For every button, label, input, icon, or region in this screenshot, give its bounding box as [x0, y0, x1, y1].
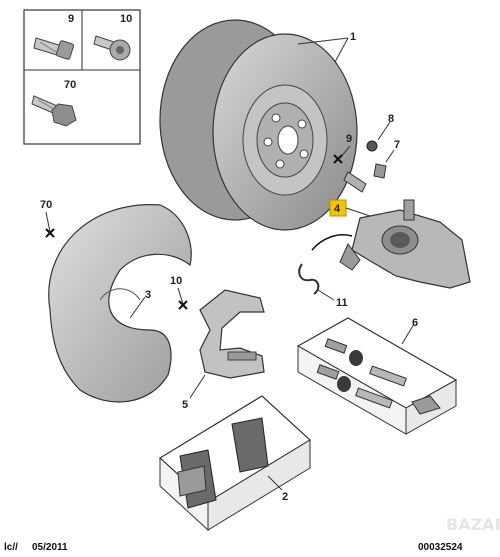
inset-fasteners-box: 9 10 70 [23, 9, 141, 145]
caliper-bracket [199, 289, 265, 379]
clip-icon [411, 395, 441, 415]
callout-10: 10 [170, 275, 182, 287]
pad-kit-box-2 [159, 395, 311, 532]
brake-disc [159, 19, 358, 231]
mount-point-70-icon [45, 228, 55, 238]
dust-shield [48, 204, 192, 403]
footer-left: lc// [4, 542, 18, 553]
callout-2: 2 [282, 491, 288, 503]
callout-3: 3 [145, 289, 151, 301]
callout-6: 6 [412, 317, 418, 329]
brake-pad-icon [177, 417, 269, 509]
callout-7: 7 [394, 139, 400, 151]
bleed-screw-7-icon [373, 163, 387, 179]
inset-label-10: 10 [120, 13, 132, 25]
spring-clip [298, 234, 353, 295]
inset-label-70: 70 [64, 79, 76, 91]
guide-bolt-icon [343, 171, 367, 193]
mount-point-10-icon [178, 300, 188, 310]
watermark-top: lazaro [28, 25, 73, 40]
callout-9: 9 [346, 133, 352, 145]
callout-11: 11 [336, 297, 348, 309]
bolt-10-icon [93, 35, 131, 61]
bleed-cap-8-icon [366, 140, 378, 152]
watermark-bottom: BAZAR [446, 515, 500, 534]
callout-4-highlight: 4 [329, 199, 371, 217]
callout-8: 8 [388, 113, 394, 125]
callout-5: 5 [182, 399, 188, 411]
guide-pin-icon [316, 338, 407, 409]
bolt-9-icon [33, 37, 75, 60]
footer-date: 05/2011 [32, 542, 68, 553]
brake-caliper [339, 199, 471, 289]
kit-box-6 [296, 317, 458, 435]
callout-1: 1 [350, 31, 356, 43]
footer-ref: 00032524 [418, 542, 463, 553]
inset-label-9: 9 [68, 13, 74, 25]
mount-point-9-icon [333, 154, 343, 164]
rubber-boot-icon [337, 350, 363, 392]
callout-70: 70 [40, 199, 52, 211]
bolt-70-icon [31, 95, 77, 127]
callout-4: 4 [334, 203, 341, 215]
